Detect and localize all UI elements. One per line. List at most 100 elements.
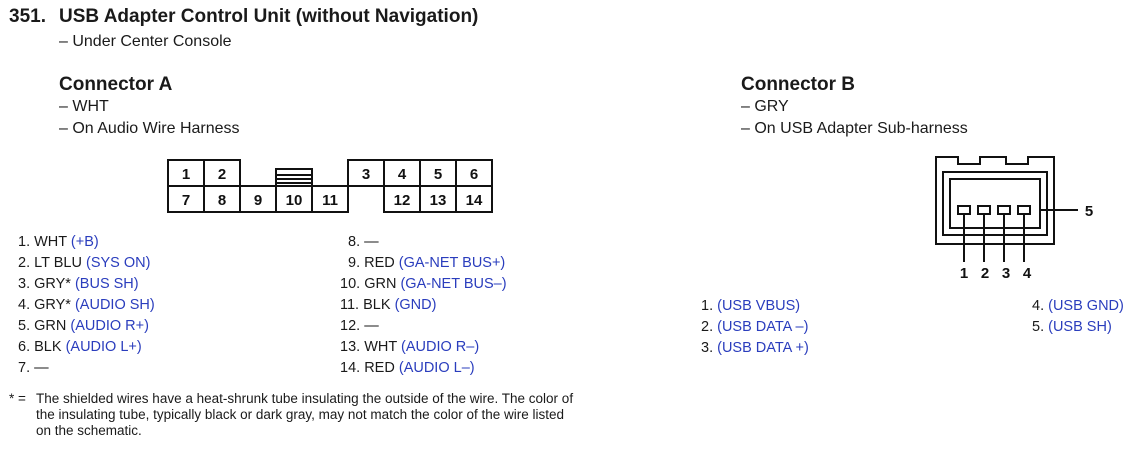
pin-function: (GA-NET BUS+)	[398, 255, 506, 271]
figure-number: 351.	[9, 6, 46, 27]
wire-color: GRY*	[34, 276, 71, 292]
pin-number: 5.	[18, 318, 31, 334]
pin-function: (AUDIO R–)	[401, 339, 480, 355]
footnote-line: on the schematic.	[36, 423, 142, 438]
connector-a-pin-entry: 6. BLK (AUDIO L+)	[18, 339, 142, 355]
pin-function: (AUDIO SH)	[74, 297, 155, 313]
unit-location: – Under Center Console	[59, 33, 232, 50]
connector-a-pin-entry: 9. RED (GA-NET BUS+)	[348, 255, 505, 271]
connector-a-pin-10: 10	[286, 192, 303, 209]
pin-function: (USB VBUS)	[717, 298, 801, 314]
connector-b-pin-entry: 5. (USB SH)	[1032, 319, 1112, 335]
connector-a-pin-7: 7	[182, 192, 190, 209]
pin-number: 1.	[18, 234, 31, 250]
pin-number: 10.	[340, 276, 361, 292]
connector-a-pin-14: 14	[466, 192, 483, 209]
connector-a-pin-entry: 14. RED (AUDIO L–)	[340, 360, 475, 376]
pin-number: 12.	[340, 318, 361, 334]
connector-a-pin-entry: 1. WHT (+B)	[18, 234, 99, 250]
pin-function: (USB SH)	[1048, 319, 1112, 335]
pin-function: (USB DATA +)	[717, 340, 809, 356]
pin-function: (BUS SH)	[74, 276, 139, 292]
wire-color: GRN	[364, 276, 397, 292]
connector-a-pin-1: 1	[182, 166, 190, 183]
pin-number: 3.	[701, 340, 714, 356]
connector-a-location: – On Audio Wire Harness	[59, 120, 240, 137]
pin-function: (GND)	[394, 297, 437, 313]
footnote-mark: * =	[9, 391, 26, 406]
wire-color: RED	[364, 255, 395, 271]
connector-b-pin-entry: 2. (USB DATA –)	[701, 319, 808, 335]
connector-a-pin-5: 5	[434, 166, 442, 183]
wire-color: GRN	[34, 318, 67, 334]
pin-number: 5.	[1032, 319, 1045, 335]
pin-number: 11.	[340, 297, 360, 313]
connector-a-pin-8: 8	[218, 192, 226, 209]
connector-b-color: – GRY	[741, 98, 789, 115]
pin-function: (SYS ON)	[85, 255, 151, 271]
wire-color: BLK	[363, 297, 391, 313]
wire-color: BLK	[34, 339, 62, 355]
pin-function: (AUDIO L+)	[65, 339, 142, 355]
connector-a-pin-9: 9	[254, 192, 262, 209]
pin-number: 7.	[18, 360, 31, 376]
pin-number: 4.	[18, 297, 31, 313]
connector-a-pin-entry: 2. LT BLU (SYS ON)	[18, 255, 150, 271]
connector-b-pin-5: 5	[1085, 203, 1093, 220]
wire-color: —	[364, 234, 379, 250]
pin-number: 1.	[701, 298, 714, 314]
pin-function: (+B)	[70, 234, 99, 250]
page-title: USB Adapter Control Unit (without Naviga…	[59, 6, 479, 27]
wire-color: —	[34, 360, 49, 376]
connector-b-pin-entry: 3. (USB DATA +)	[701, 340, 809, 356]
pin-number: 6.	[18, 339, 31, 355]
connector-b-pin-3: 3	[1002, 265, 1010, 282]
wire-color: —	[364, 318, 379, 334]
pin-number: 4.	[1032, 298, 1045, 314]
connector-a-pin-12: 12	[394, 192, 411, 209]
connector-a-pin-entry: 12. —	[340, 318, 379, 334]
connector-a-pin-13: 13	[430, 192, 447, 209]
connector-a-pin-entry: 3. GRY* (BUS SH)	[18, 276, 139, 292]
pin-function: (AUDIO R+)	[70, 318, 149, 334]
wire-color: RED	[364, 360, 395, 376]
connector-b-pin-2: 2	[981, 265, 989, 282]
wire-color: GRY*	[34, 297, 71, 313]
connector-b-title: Connector B	[741, 74, 855, 95]
connector-a-pin-entry: 10. GRN (GA-NET BUS–)	[340, 276, 507, 292]
connector-a-diagram: 1 2 3 4 5 6 7 8 9 10 11 12 13 14	[167, 159, 493, 213]
wire-color: LT BLU	[34, 255, 82, 271]
connector-a-pin-4: 4	[398, 166, 407, 183]
connector-a-title: Connector A	[59, 74, 173, 95]
pin-number: 2.	[701, 319, 714, 335]
connector-a-pin-3: 3	[362, 166, 370, 183]
connector-a-pin-11: 11	[322, 192, 338, 209]
connector-a-pin-entry: 13. WHT (AUDIO R–)	[340, 339, 479, 355]
connector-b-location: – On USB Adapter Sub-harness	[741, 120, 968, 137]
pin-number: 3.	[18, 276, 31, 292]
wire-color: WHT	[364, 339, 397, 355]
connector-b-pin-1: 1	[960, 265, 968, 282]
connector-a-pin-entry: 4. GRY* (AUDIO SH)	[18, 297, 155, 313]
connector-b-pin-entry: 4. (USB GND)	[1032, 298, 1124, 314]
pin-number: 8.	[348, 234, 361, 250]
pin-number: 9.	[348, 255, 361, 271]
connector-a-pin-entry: 5. GRN (AUDIO R+)	[18, 318, 149, 334]
connector-a-pin-6: 6	[470, 166, 478, 183]
connector-a-pin-entry: 7. —	[18, 360, 49, 376]
pin-number: 14.	[340, 360, 361, 376]
connector-a-pin-entry: 11. BLK (GND)	[340, 297, 436, 313]
pin-function: (USB DATA –)	[717, 319, 809, 335]
footnote-line: the insulating tube, typically black or …	[36, 407, 565, 422]
pin-function: (USB GND)	[1048, 298, 1124, 314]
wire-color: WHT	[34, 234, 67, 250]
connector-b-diagram: 1 2 3 4 5	[935, 156, 1093, 282]
connector-a-color: – WHT	[59, 98, 109, 115]
pin-function: (GA-NET BUS–)	[400, 276, 507, 292]
connector-a-pin-entry: 8. —	[348, 234, 379, 250]
footnote-line: The shielded wires have a heat-shrunk tu…	[36, 391, 574, 406]
pin-function: (AUDIO L–)	[398, 360, 475, 376]
connector-a-pin-2: 2	[218, 166, 226, 183]
connector-b-pin-4: 4	[1023, 265, 1032, 282]
connector-b-pin-entry: 1. (USB VBUS)	[701, 298, 800, 314]
